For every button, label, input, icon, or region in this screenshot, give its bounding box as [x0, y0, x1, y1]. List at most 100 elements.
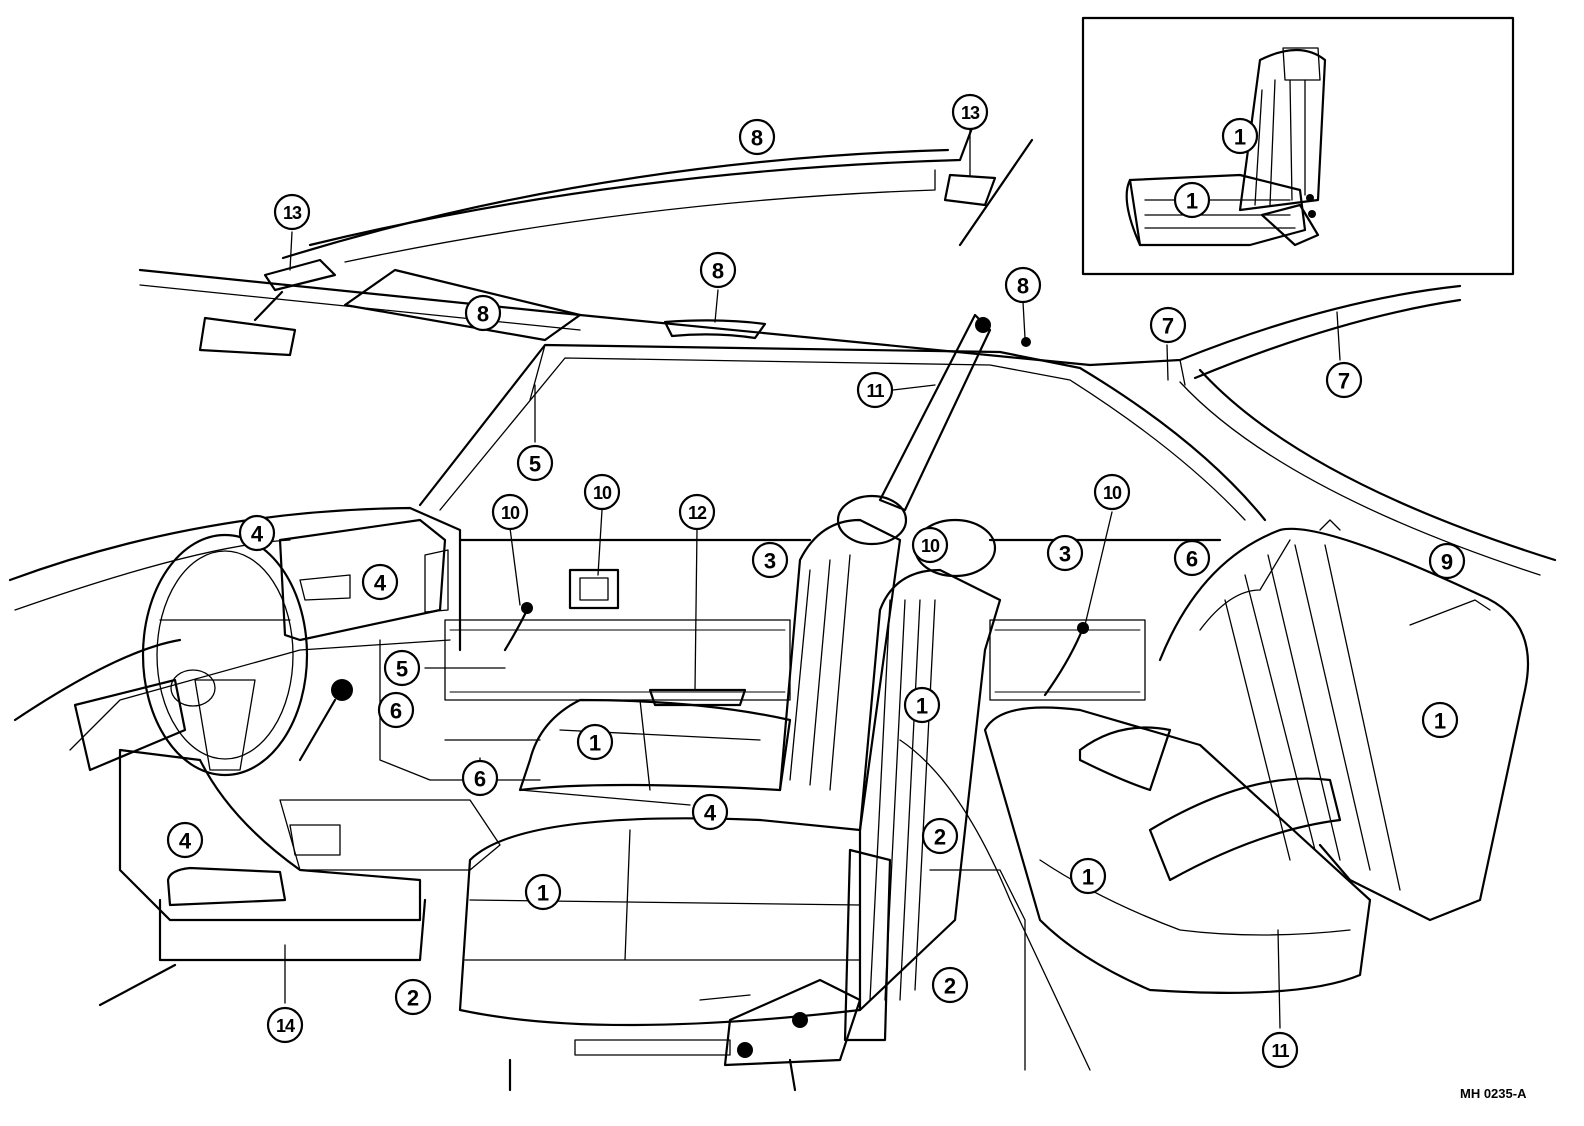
- front-door-panel: [379, 538, 812, 781]
- callout-number: 8: [751, 126, 763, 151]
- callout-8-coat-hook: 8: [1004, 266, 1042, 304]
- callout-4-console: 4: [166, 821, 204, 859]
- callout-circle: [1173, 181, 1211, 219]
- callout-circle: [461, 759, 499, 797]
- front-seat-right: [458, 518, 1002, 1092]
- callout-number: 10: [593, 483, 612, 503]
- callout-number: 5: [529, 452, 541, 477]
- dome-lamp-right: [943, 173, 997, 207]
- callout-number: 13: [283, 203, 302, 223]
- callout-circle: [751, 541, 789, 579]
- callout-11-seat-belt: 11: [856, 371, 894, 409]
- callout-3-door-trim: 3: [751, 541, 789, 579]
- callout-circle: [678, 493, 716, 531]
- callout-number: 4: [704, 801, 717, 826]
- callout-number: 10: [501, 503, 520, 523]
- callout-1-seat: 1: [903, 686, 941, 724]
- callout-8-headliner: 8: [738, 118, 776, 156]
- callout-circle: [273, 193, 311, 231]
- center-console: [279, 799, 501, 871]
- callout-4-dashboard: 4: [361, 563, 399, 601]
- callout-number: 1: [589, 731, 601, 756]
- callout-number: 11: [1271, 1041, 1289, 1061]
- callout-number: 2: [407, 986, 419, 1011]
- callout-circle: [911, 526, 949, 564]
- gear-shift: [298, 679, 353, 762]
- callout-circle: [1325, 361, 1363, 399]
- callout-7-roof-rail: 7: [1325, 361, 1363, 399]
- callout-number: 6: [1186, 547, 1198, 572]
- callout-number: 4: [251, 522, 264, 547]
- callout-circle: [738, 118, 776, 156]
- callout-circle: [238, 514, 276, 552]
- callout-4-dashboard: 4: [238, 514, 276, 552]
- callout-circle: [1173, 539, 1211, 577]
- callout-14-glove-box: 14: [266, 1006, 304, 1044]
- callout-circle: [1069, 857, 1107, 895]
- callout-number: 3: [764, 549, 776, 574]
- dashboard: [8, 506, 462, 1007]
- callout-number: 6: [390, 699, 402, 724]
- callout-circle: [1261, 1031, 1299, 1069]
- callout-6-sill: 6: [461, 759, 499, 797]
- callout-8-sun-visor: 8: [464, 294, 502, 332]
- callout-number: 2: [944, 974, 956, 999]
- callout-2-floor: 2: [921, 817, 959, 855]
- callout-1-seat: 1: [524, 873, 562, 911]
- callout-circle: [361, 563, 399, 601]
- rear-seat: [983, 519, 1530, 994]
- callout-1-seat: 1: [576, 723, 614, 761]
- callout-5-pillar: 5: [383, 649, 421, 687]
- callout-circle: [524, 873, 562, 911]
- callout-10-lock-knob: 10: [583, 473, 621, 511]
- callout-8-assist-grip: 8: [699, 251, 737, 289]
- callout-2-floor: 2: [394, 978, 432, 1016]
- callout-number: 13: [961, 103, 980, 123]
- callout-number: 10: [921, 536, 940, 556]
- assist-grip: [663, 319, 767, 340]
- front-seat-left: [518, 494, 908, 832]
- callout-12-armrest: 12: [678, 493, 716, 531]
- callout-circle: [1221, 117, 1259, 155]
- callout-number: 9: [1441, 550, 1453, 575]
- callout-13-dome-lamp: 13: [951, 93, 989, 131]
- coat-hook: [1021, 337, 1031, 347]
- window-frame: [418, 343, 1557, 576]
- dome-lamp-left: [263, 258, 337, 292]
- callout-2-floor: 2: [931, 966, 969, 1004]
- callout-number: 14: [276, 1016, 295, 1036]
- callout-circle: [266, 1006, 304, 1044]
- callout-circle: [951, 93, 989, 131]
- callout-7-pillar: 7: [1149, 306, 1187, 344]
- callout-number: 1: [1082, 865, 1094, 890]
- callout-number: 8: [477, 302, 489, 327]
- callout-number: 4: [374, 571, 387, 596]
- callout-circle: [576, 723, 614, 761]
- callout-5-pillar: 5: [516, 444, 554, 482]
- callout-number: 6: [474, 767, 486, 792]
- callout-3-door-trim: 3: [1046, 534, 1084, 572]
- callout-circle: [856, 371, 894, 409]
- callout-circle: [1093, 473, 1131, 511]
- callout-6-kick-panel: 6: [377, 691, 415, 729]
- callout-10-window-handle: 10: [491, 493, 529, 531]
- callout-circle: [377, 691, 415, 729]
- callout-4-dashboard: 4: [691, 793, 729, 831]
- callout-number: 3: [1059, 542, 1071, 567]
- rear-view-mirror: [198, 290, 297, 357]
- callout-1-seat: 1: [1173, 181, 1211, 219]
- callout-circle: [516, 444, 554, 482]
- callout-number: 8: [1017, 274, 1029, 299]
- callout-circle: [903, 686, 941, 724]
- callout-number: 5: [396, 657, 408, 682]
- seat-belt-front: [878, 313, 992, 512]
- callout-circle: [1046, 534, 1084, 572]
- steering-wheel: [73, 533, 309, 777]
- sun-visor: [343, 268, 582, 342]
- callout-circle: [166, 821, 204, 859]
- callout-13-dome-lamp: 13: [273, 193, 311, 231]
- drawing-code: MH 0235-A: [1460, 1086, 1527, 1101]
- inset-seat-detail: [1081, 16, 1515, 276]
- callout-number: 2: [934, 825, 946, 850]
